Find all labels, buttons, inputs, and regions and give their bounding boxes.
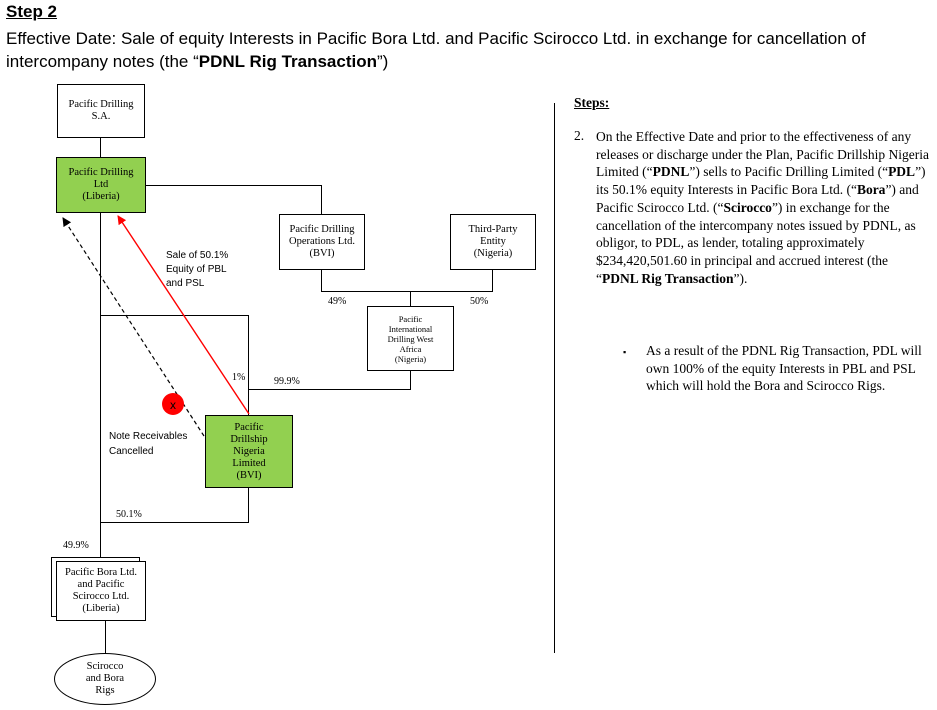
- entity-line: Pacific Drilling: [68, 167, 134, 178]
- entity-line: Rigs: [95, 685, 115, 696]
- entity-line: International: [388, 323, 433, 334]
- annotation-line: and PSL: [166, 278, 205, 289]
- connector-pidwa-pdnl-v: [410, 370, 411, 390]
- connector-pdnl-bora-v: [248, 487, 249, 523]
- ownership-label-third-party: 50%: [470, 296, 489, 307]
- entity-line: S.A.: [91, 111, 111, 122]
- connector-pidwa-pdnl-h: [249, 389, 411, 390]
- entity-line: Third-Party: [468, 224, 518, 235]
- connector-sa-pdl: [100, 137, 101, 157]
- cancel-marker-icon: [162, 393, 184, 415]
- entity-line: Pacific Drilling: [289, 224, 355, 235]
- entity-line: Drillship: [230, 433, 268, 445]
- connector-pdo-down: [321, 269, 322, 291]
- entity-line: and Pacific: [77, 579, 125, 590]
- ownership-label-pdnl-bora: 50.1%: [116, 509, 142, 520]
- step-text-part: ”) its 50.1% equity Interests in Pacific…: [596, 164, 926, 198]
- step-text-bold: PDNL Rig Transaction: [602, 270, 734, 286]
- subtitle-prefix: Effective Date: Sale of equity Interests…: [6, 29, 866, 71]
- entity-line: (Liberia): [82, 191, 120, 202]
- connector-pdl-pdnl-h: [100, 315, 249, 316]
- step-title: Step 2: [6, 2, 58, 21]
- bullet-text: As a result of the PDNL Rig Transaction,…: [646, 343, 922, 394]
- flow-arrows: x: [62, 215, 250, 437]
- ownership-label-pdo: 49%: [328, 296, 347, 307]
- annotation-line: Equity of PBL: [166, 264, 227, 275]
- ownership-label-pdl-pdnl: 1%: [232, 372, 246, 383]
- annotation-line: Sale of 50.1%: [166, 250, 229, 261]
- step-text-bold: PDL: [888, 164, 916, 180]
- entity-line: (Liberia): [82, 603, 120, 614]
- entity-line: Entity: [480, 236, 506, 247]
- steps-heading: Steps:: [574, 95, 610, 110]
- step-2-description: On the Effective Date and prior to the e…: [596, 128, 932, 287]
- connector-third-down: [492, 269, 493, 291]
- entity-line: Limited: [232, 457, 266, 469]
- step-text-part: ”) in exchange for the cancellation of t…: [596, 199, 916, 286]
- vertical-divider: [554, 103, 555, 653]
- entity-pacific-drilling-sa: Pacific Drilling S.A.: [57, 84, 145, 138]
- step-text-part: ”) sells to Pacific Drilling Limited (“: [689, 164, 889, 180]
- entity-line: (BVI): [236, 469, 262, 481]
- connector-pdl-trunk: [100, 212, 101, 557]
- entity-line: (Nigeria): [473, 248, 513, 259]
- entity-pacific-drilling-ltd: Pacific Drilling Ltd (Liberia): [56, 157, 146, 213]
- entity-pacific-drilling-operations: Pacific Drilling Operations Ltd. (BVI): [279, 214, 365, 270]
- ownership-label-pidwa-pdnl: 99.9%: [274, 376, 300, 387]
- connector-pidwa-join-v: [410, 291, 411, 306]
- note-receivables-annotation: Note Receivables Cancelled: [109, 429, 187, 459]
- entity-line: (Nigeria): [394, 353, 427, 364]
- step-text-bold: PDNL: [652, 164, 690, 180]
- entity-line: Operations Ltd.: [289, 236, 355, 247]
- entity-line: Scirocco Ltd.: [72, 591, 130, 602]
- connector-pidwa-join-h: [321, 291, 493, 292]
- entity-pacific-bora-scirocco: Pacific Bora Ltd. and Pacific Scirocco L…: [56, 561, 146, 621]
- subtitle-bold: PDNL Rig Transaction: [198, 52, 377, 71]
- subtitle-suffix: ”): [376, 52, 389, 71]
- entity-pacific-international-drilling-west-africa: Pacific International Drilling West Afri…: [367, 306, 454, 371]
- entity-rigs-ellipse: Scirocco and Bora Rigs: [54, 653, 156, 705]
- entity-line: Pacific: [398, 313, 423, 324]
- connector-pdl-pdo-v: [321, 185, 322, 215]
- bullet-square-icon: ▪: [623, 347, 627, 357]
- step-text-part: On the Effective Date and prior to the e…: [596, 129, 930, 180]
- step-text-part: ”).: [733, 270, 748, 286]
- step-text-bold: Scirocco: [723, 199, 772, 215]
- annotation-line: Note Receivables: [109, 431, 188, 442]
- entity-line: Africa: [399, 343, 422, 354]
- connector-bora-rigs: [105, 621, 106, 653]
- sale-annotation: Sale of 50.1% Equity of PBL and PSL: [166, 249, 228, 291]
- sale-arrow: [117, 215, 250, 415]
- entity-line: Ltd: [93, 179, 109, 190]
- entity-line: Nigeria: [233, 445, 265, 457]
- step-number: 2.: [574, 128, 585, 143]
- entity-third-party: Third-Party Entity (Nigeria): [450, 214, 536, 270]
- annotation-line: Cancelled: [109, 446, 154, 457]
- connector-pdl-pdo-h: [146, 185, 322, 186]
- entity-pacific-drillship-nigeria: Pacific Drillship Nigeria Limited (BVI): [205, 415, 293, 488]
- entity-line: and Bora: [85, 673, 125, 684]
- entity-line: Scirocco: [86, 661, 124, 672]
- entity-line: Pacific Drilling: [68, 99, 134, 110]
- page-subtitle: Effective Date: Sale of equity Interests…: [6, 27, 931, 73]
- cancel-marker-x: x: [170, 398, 176, 412]
- entity-line: (BVI): [309, 248, 335, 259]
- entity-line: Pacific: [234, 421, 264, 433]
- entity-line: Pacific Bora Ltd.: [64, 567, 138, 578]
- step-text-bold: Bora: [856, 182, 886, 198]
- ownership-label-pdl-bora: 49.9%: [63, 540, 89, 551]
- entity-line: Drilling West: [387, 333, 434, 344]
- connector-pdnl-bora-h: [100, 522, 249, 523]
- step-text-part: ”) and Pacific Scirocco Ltd. (“: [596, 182, 919, 215]
- connector-pdl-pdnl-v: [248, 315, 249, 416]
